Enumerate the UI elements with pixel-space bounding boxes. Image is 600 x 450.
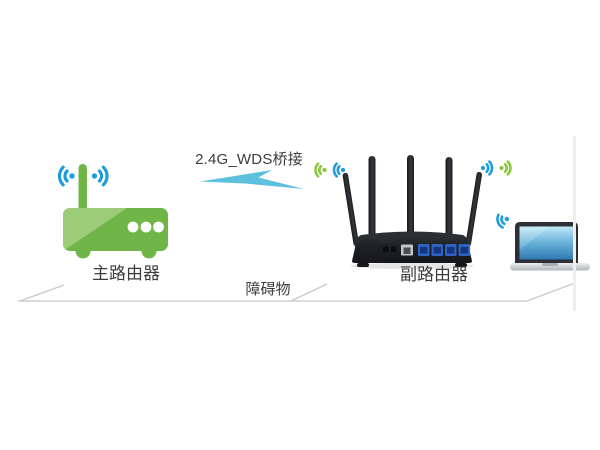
secondary-router-label: 副路由器 — [400, 265, 468, 284]
router-ports — [383, 244, 470, 256]
obstacle-line — [18, 282, 576, 302]
lan-ports — [418, 244, 470, 256]
laptop-notch — [542, 263, 558, 266]
bridge-link-label: 2.4G_WDS桥接 — [195, 151, 303, 168]
router-shadow — [350, 262, 474, 270]
wifi-signal-blue-icon — [332, 162, 346, 178]
secondary-router-icon — [342, 155, 482, 270]
wifi-waves-icon — [57, 165, 109, 187]
wifi-signal-blue-icon — [480, 160, 494, 176]
main-router-label: 主路由器 — [92, 264, 160, 283]
laptop-wifi-icon — [496, 213, 510, 229]
wifi-signal-green-icon — [499, 160, 512, 176]
obstacle-label: 障碍物 — [245, 281, 291, 298]
router-antennas — [342, 155, 482, 247]
divider-line — [573, 136, 576, 311]
wifi-signal-green-icon — [314, 162, 327, 178]
router-antenna — [78, 164, 87, 216]
router-body-highlight — [63, 208, 127, 251]
laptop-screen — [519, 226, 574, 260]
laptop-icon — [510, 222, 590, 271]
laptop-base — [510, 263, 590, 271]
lightning-bolt-icon — [200, 170, 304, 189]
router-foot — [357, 263, 369, 267]
main-router-icon — [57, 164, 168, 259]
screen-glare — [519, 226, 549, 250]
wifi-signal-pair-left-icon — [314, 162, 346, 178]
router-foot — [455, 263, 467, 267]
wifi-signal-pair-right-icon — [480, 160, 512, 176]
router-indicator-dots — [127, 221, 164, 233]
